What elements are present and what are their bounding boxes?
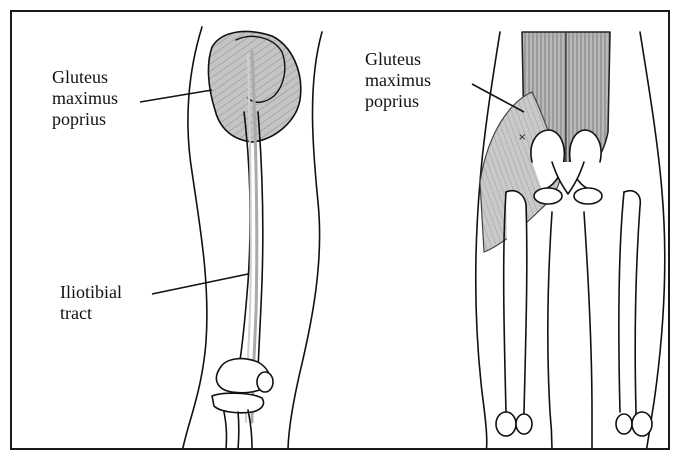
tibia-lateral xyxy=(224,412,227,450)
leader-lines xyxy=(140,84,524,294)
lateral-leg-view xyxy=(182,27,322,450)
label-gluteus-maximus-left: Gluteus maximus poprius xyxy=(52,67,118,130)
leader-gluteus-left xyxy=(140,90,212,102)
leader-gluteus-right xyxy=(472,84,524,112)
lateral-body-outline xyxy=(182,27,207,450)
knee-posterior-right xyxy=(616,414,632,434)
label-iliotibial-tract: Iliotibial tract xyxy=(60,282,122,324)
patella-lateral xyxy=(257,372,273,392)
inner-leg-right xyxy=(584,212,592,450)
figure-frame: × Gluteus maximus poprius Iliotibial tra… xyxy=(10,10,670,450)
posterior-body-right-contour xyxy=(640,32,665,450)
inner-leg-left xyxy=(548,212,552,450)
posterior-view: × xyxy=(476,32,665,450)
knee-posterior-left xyxy=(496,412,516,436)
svg-text:×: × xyxy=(518,132,526,143)
femur-posterior-left xyxy=(506,191,527,425)
femur-posterior-right xyxy=(624,191,640,425)
leader-iliotibial xyxy=(152,274,248,294)
label-gluteus-maximus-right: Gluteus maximus poprius xyxy=(365,49,431,112)
